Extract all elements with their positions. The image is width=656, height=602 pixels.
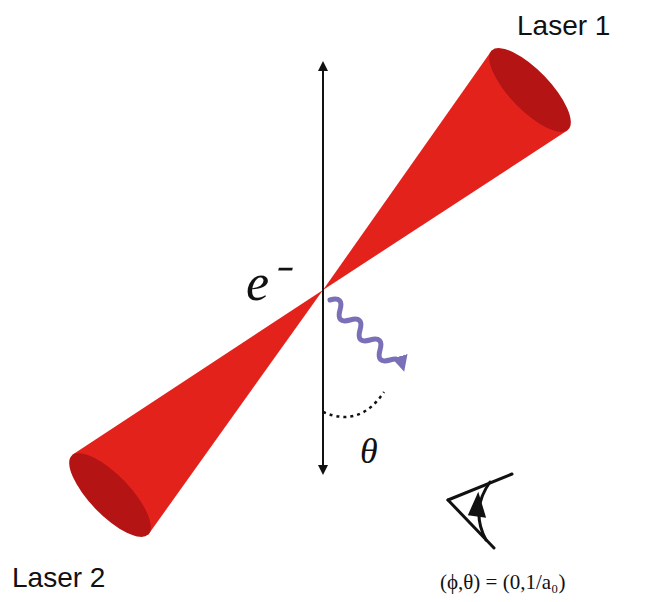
laser-label: Laser 2 <box>12 562 105 594</box>
photon-wave <box>330 299 402 364</box>
laser-aperture <box>477 37 582 144</box>
electron-symbol: e⁻ <box>246 244 287 315</box>
observer-eye <box>448 474 512 548</box>
laser-aperture <box>57 442 162 549</box>
laser-label: Laser 1 <box>517 10 610 42</box>
angle-arc <box>323 392 384 417</box>
angle-symbol: θ <box>360 430 378 472</box>
electron-axis <box>322 66 324 470</box>
observer-angle: (ϕ,θ) = (0,1/a₀) <box>440 570 565 595</box>
